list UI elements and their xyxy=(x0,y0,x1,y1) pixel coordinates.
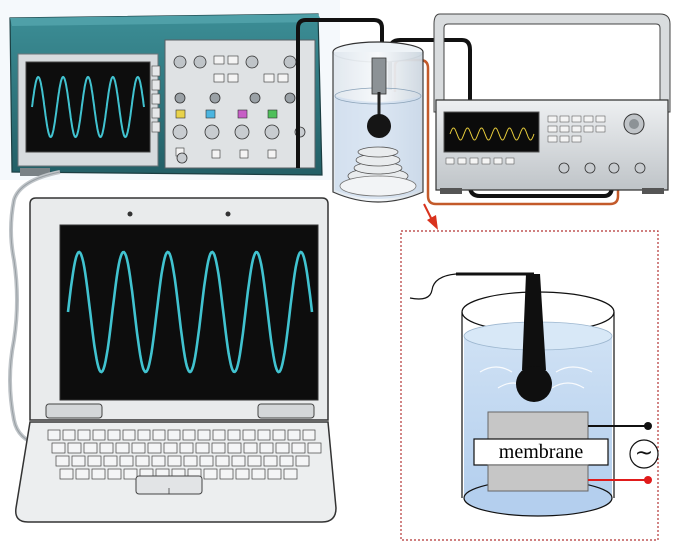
keyboard-key xyxy=(196,443,209,453)
keyboard-key xyxy=(48,430,60,440)
keyboard-key xyxy=(228,430,240,440)
keyboard-key xyxy=(220,469,233,479)
keyboard-key xyxy=(116,443,129,453)
keyboard-key xyxy=(243,430,255,440)
keyboard-key xyxy=(92,469,105,479)
keyboard-key xyxy=(273,430,285,440)
keyboard-key xyxy=(280,456,293,466)
keyboard-key xyxy=(60,469,73,479)
keyboard-key xyxy=(104,456,117,466)
keyboard-key xyxy=(228,443,241,453)
keyboard-key xyxy=(152,456,165,466)
keyboard-key xyxy=(264,456,277,466)
keyboard-key xyxy=(200,456,213,466)
keyboard-key xyxy=(204,469,217,479)
keyboard-key xyxy=(63,430,75,440)
inset-panel xyxy=(401,231,658,540)
keyboard-key xyxy=(168,456,181,466)
keyboard-key xyxy=(276,443,289,453)
keyboard-key xyxy=(93,430,105,440)
keyboard-key xyxy=(183,430,195,440)
keyboard-key xyxy=(244,443,257,453)
keyboard-key xyxy=(232,456,245,466)
keyboard-key xyxy=(248,456,261,466)
keyboard-key xyxy=(236,469,249,479)
keyboard-key xyxy=(138,430,150,440)
keyboard-key xyxy=(212,443,225,453)
keyboard-key xyxy=(252,469,265,479)
keyboard-key xyxy=(124,469,137,479)
keyboard-key xyxy=(100,443,113,453)
keyboard-key xyxy=(198,430,210,440)
oscilloscope xyxy=(10,14,322,176)
keyboard-key xyxy=(136,456,149,466)
keyboard-key xyxy=(213,430,225,440)
keyboard-key xyxy=(168,430,180,440)
keyboard-key xyxy=(164,443,177,453)
keyboard-key xyxy=(216,456,229,466)
keyboard-key xyxy=(56,456,69,466)
keyboard-key xyxy=(132,443,145,453)
keyboard-key xyxy=(108,430,120,440)
keyboard-key xyxy=(52,443,65,453)
keyboard-key xyxy=(123,430,135,440)
keyboard-key xyxy=(120,456,133,466)
keyboard-key xyxy=(268,469,281,479)
keyboard-key xyxy=(108,469,121,479)
keyboard-key xyxy=(303,430,315,440)
keyboard-key xyxy=(84,443,97,453)
ac-source-label: ~ xyxy=(629,440,659,470)
keyboard-key xyxy=(260,443,273,453)
keyboard-key xyxy=(180,443,193,453)
membrane-label: membrane xyxy=(474,439,608,465)
keyboard-key xyxy=(292,443,305,453)
keyboard-key xyxy=(78,430,90,440)
keyboard-key xyxy=(288,430,300,440)
keyboard-key xyxy=(153,430,165,440)
keyboard-key xyxy=(308,443,321,453)
keyboard-key xyxy=(184,456,197,466)
keyboard-key xyxy=(148,443,161,453)
laptop xyxy=(16,198,336,522)
keyboard-key xyxy=(88,456,101,466)
beaker xyxy=(333,42,423,202)
keyboard-key xyxy=(72,456,85,466)
keyboard-key xyxy=(284,469,297,479)
keyboard-key xyxy=(258,430,270,440)
keyboard-key xyxy=(68,443,81,453)
keyboard-key xyxy=(76,469,89,479)
keyboard-key xyxy=(296,456,309,466)
